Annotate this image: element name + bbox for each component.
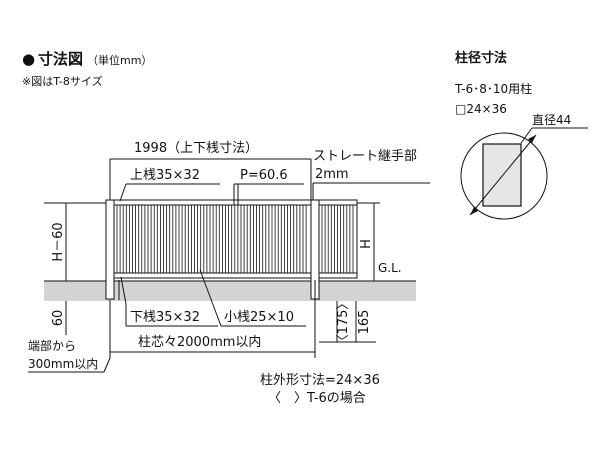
post-spacing-label: 柱芯々2000mm以内 (138, 334, 261, 350)
slats-right (321, 205, 354, 273)
post-outer-size-label: 柱外形寸法=24×36 (260, 373, 380, 388)
post-models: T-6･8･10用柱 (454, 81, 532, 96)
header-bullet: ● (22, 50, 35, 68)
end-note-line1: 端部から (28, 338, 76, 353)
diameter-arrow-lower (470, 207, 478, 215)
straight-joint-label: ストレート継手部 (313, 149, 417, 164)
ground-level-label: G.L. (378, 261, 402, 275)
top-rail-leader-tick (119, 183, 127, 202)
depth-label: 165 (357, 310, 372, 335)
header-unit: （単位mm） (87, 53, 152, 67)
post-diameter-label: 直径44 (532, 113, 571, 127)
small-bar-label: 小桟25×10 (224, 310, 294, 325)
end-note-leader (103, 357, 111, 373)
post-section-rect (482, 143, 522, 207)
bottom-rail-label: 下桟35×32 (130, 310, 200, 325)
bottom-rail-right (318, 272, 358, 279)
post-section-title: 柱径寸法 (455, 50, 507, 66)
post-diameter-circle (460, 132, 548, 220)
top-rail-label: 上桟35×32 (130, 168, 200, 183)
height-left-label: H－60 (51, 222, 66, 261)
post-size: □24×36 (455, 102, 507, 116)
ground-band (44, 281, 416, 301)
joint-size-label: 2mm (315, 167, 349, 182)
small-bar-leader-diag (199, 269, 222, 327)
bottom-rail-left (113, 272, 312, 279)
bottom-rail-leader-diag (120, 276, 127, 305)
top-rail-span-label: 1998（上下桟寸法） (134, 141, 258, 156)
left-depth-label: 60 (51, 310, 66, 327)
left-post (105, 199, 115, 300)
end-note-line2: 300mm以内 (28, 357, 98, 371)
diameter-line (469, 134, 537, 216)
top-rail-left (113, 199, 312, 206)
depth-t6-label: 〈175〉 (336, 297, 351, 348)
height-right-label: H (359, 239, 374, 249)
diameter-leader-tick (520, 127, 533, 144)
diameter-arrow-upper (528, 135, 536, 143)
t6-case-label: 〈 〉T-6の場合 (268, 391, 366, 406)
header-title: 寸法図 (38, 50, 83, 68)
header-note: ※図はT-8サイズ (22, 74, 103, 88)
slats-left (116, 205, 307, 273)
top-rail-right (318, 199, 358, 206)
pitch-label: P=60.6 (240, 168, 288, 183)
